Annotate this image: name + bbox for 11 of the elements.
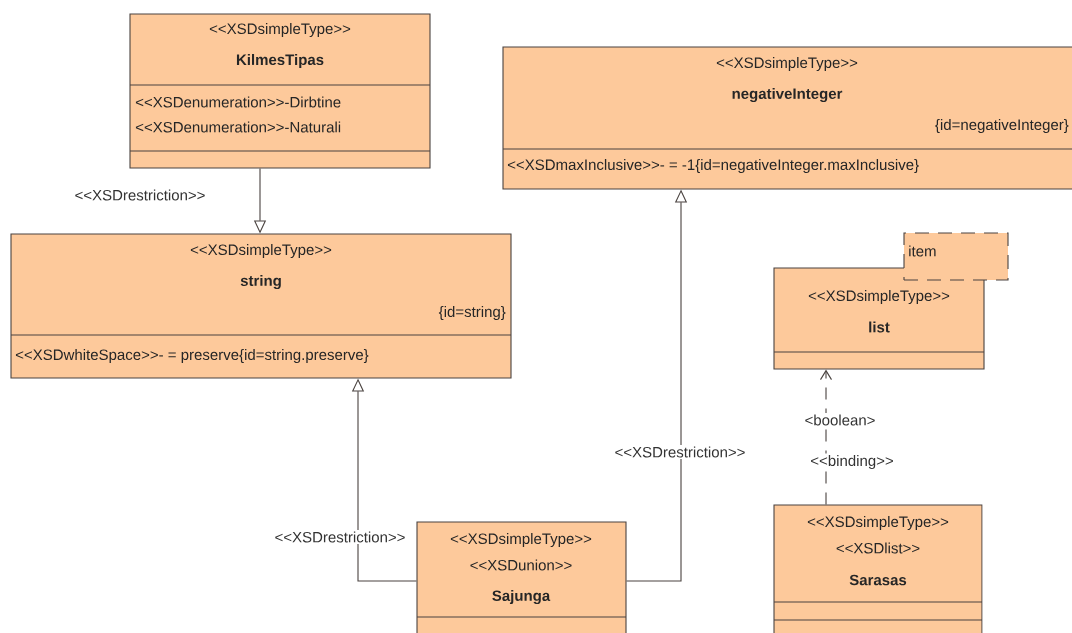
edge-label: <<XSDrestriction>> [273,530,407,544]
dependency-arrow [819,369,833,505]
edge-label: <<XSDrestriction>> [73,188,207,202]
template-parameter-box: item [903,232,1009,281]
class-box: <<XSDsimpleType>> <<XSDlist>> Sarasas [773,504,983,633]
class-box: <<XSDsimpleType>> KilmesTipas <<XSDenumeration>>-Dirbtine <<XSDenumeration>>-Naturali [129,13,431,169]
binding-label: <boolean> [803,413,877,427]
class-box: <<XSDsimpleType>> <<XSDunion>> Sajunga [416,521,627,633]
edge-label: <<XSDrestriction>> [613,445,747,459]
class-box: <<XSDsimpleType>> string {id=string} <<XSDwhiteSpace>>- = preserve{id=string.preserve} [10,233,512,379]
class-box: <<XSDsimpleType>> negativeInteger {id=negativeInteger} <<XSDmaxInclusive>>- = -1{id=negativeInteger.maxInclusive} [502,46,1072,190]
